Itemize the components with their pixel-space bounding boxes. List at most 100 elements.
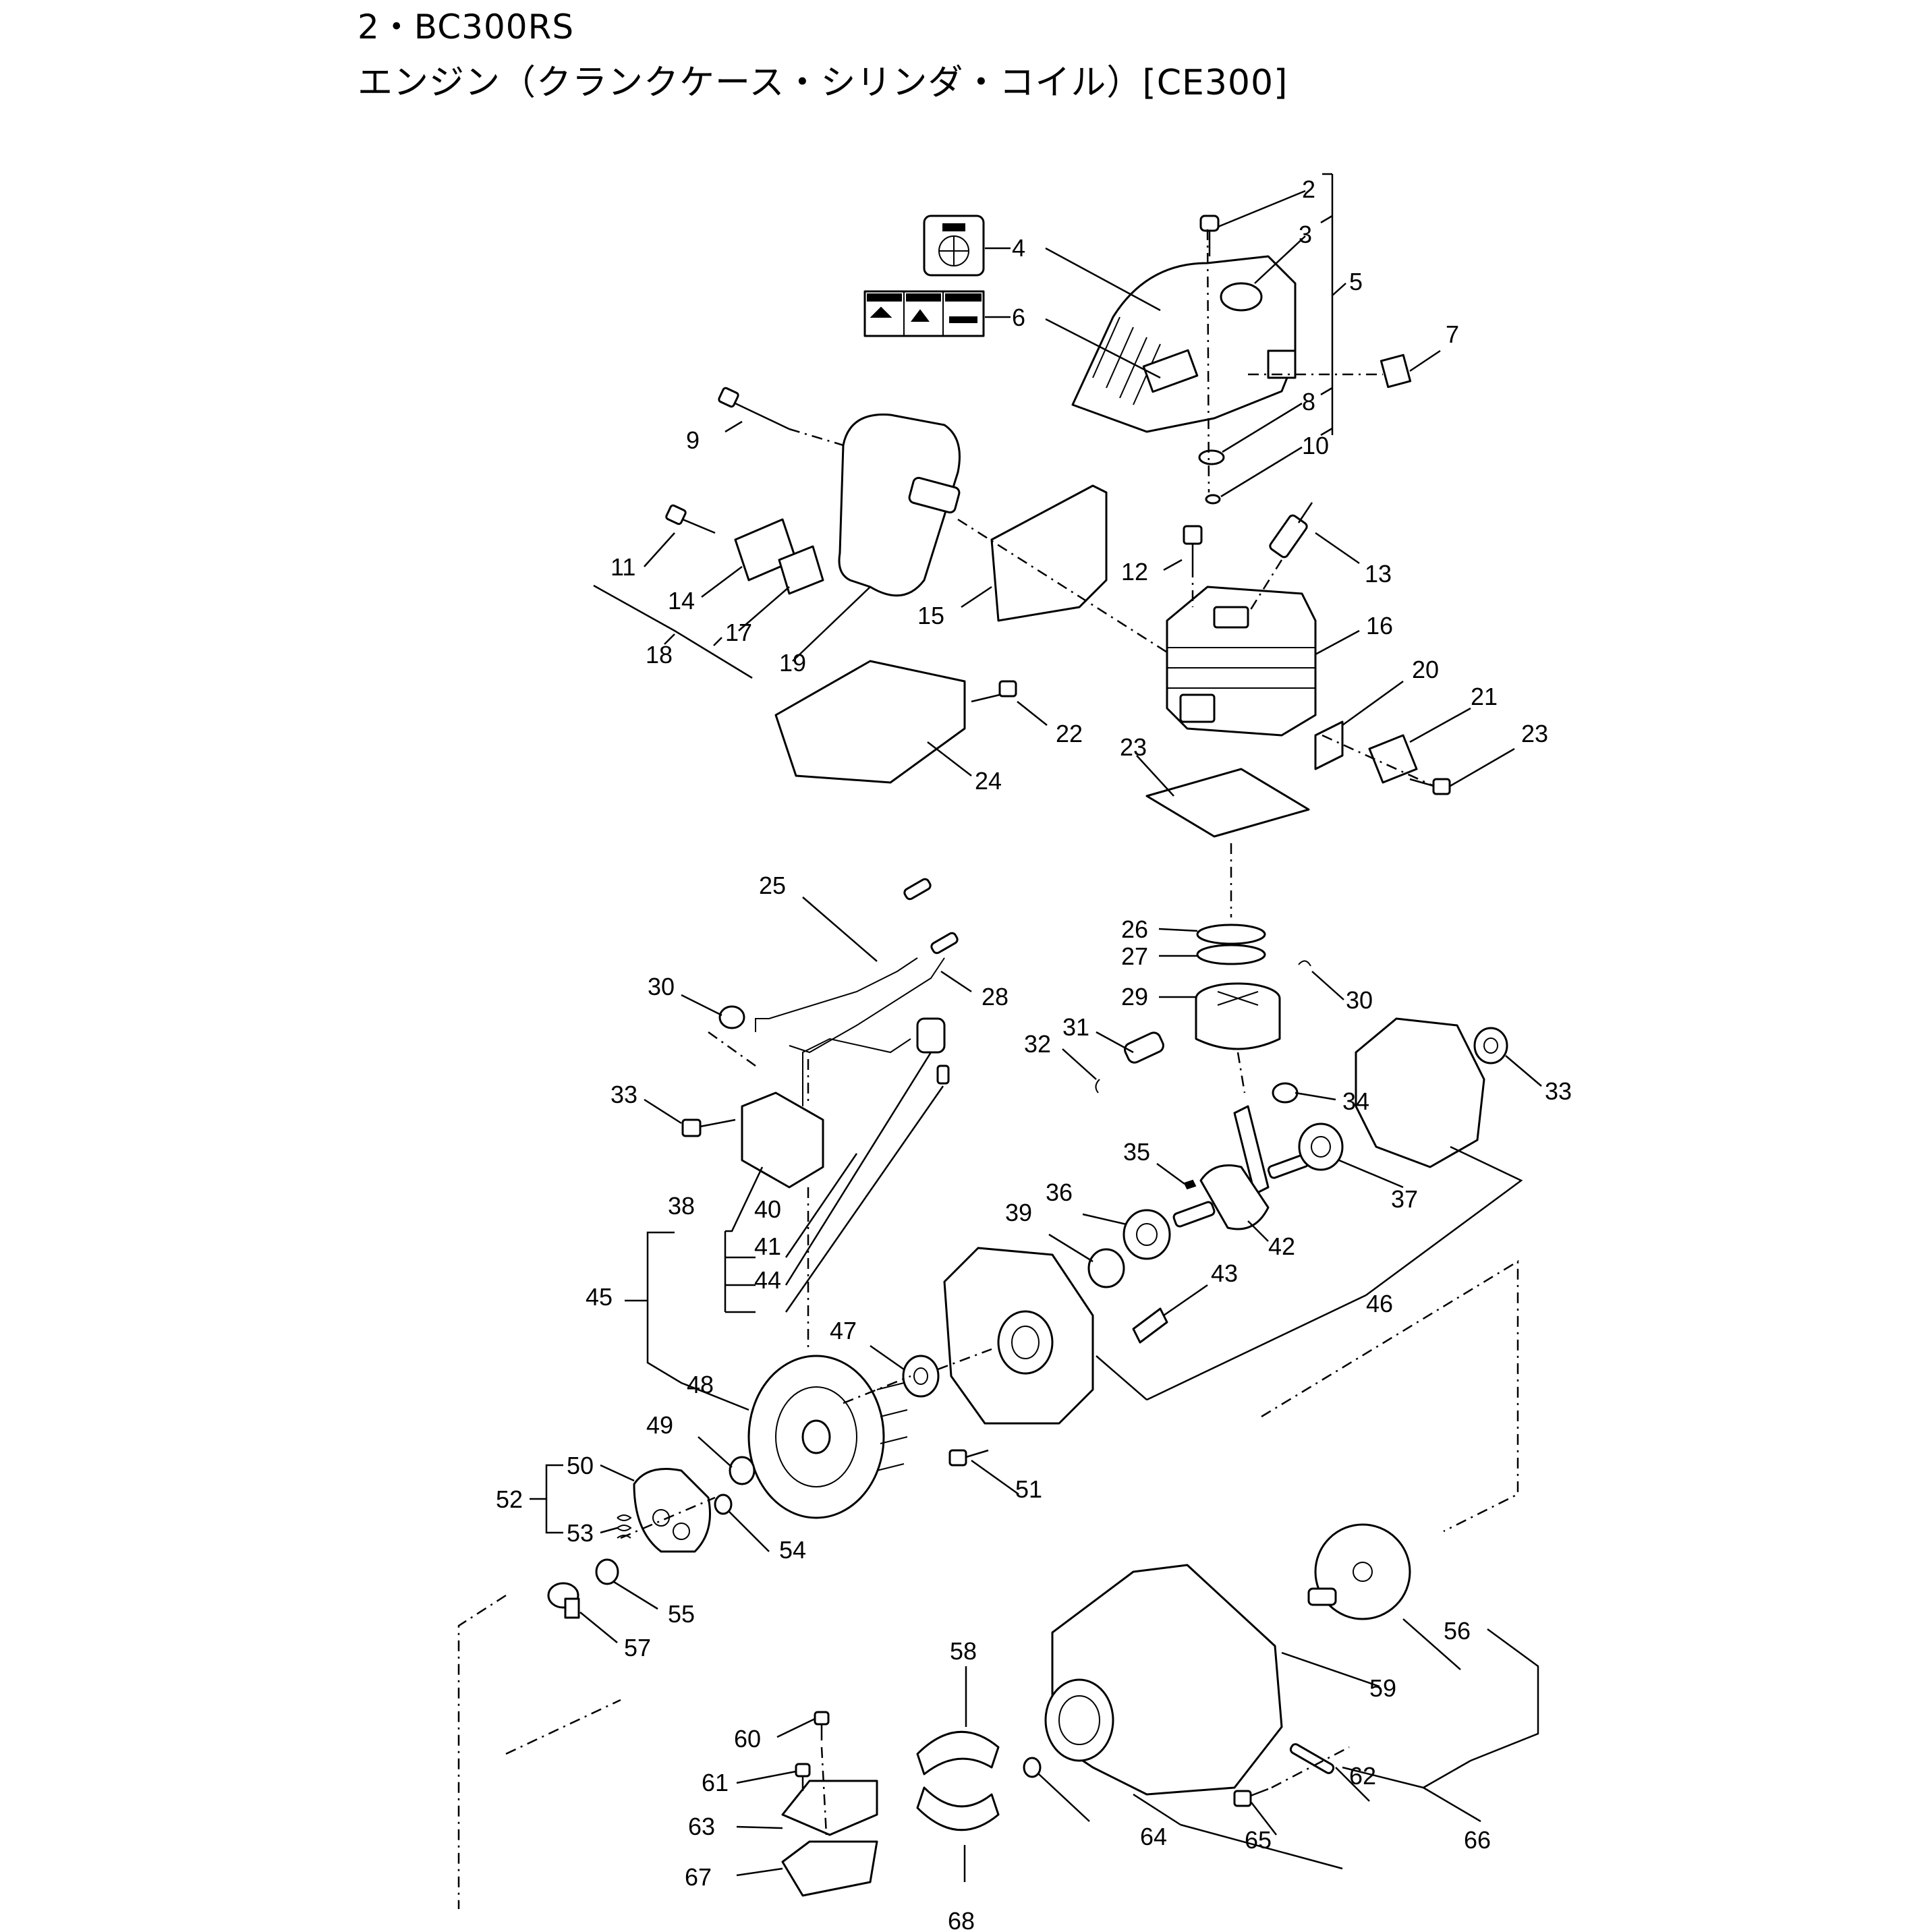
washer-21 xyxy=(1205,494,1221,505)
callout-9: 19 xyxy=(779,649,806,677)
clamp-upper-45 xyxy=(916,1730,1000,1775)
callout-59: 49 xyxy=(646,1411,673,1439)
callout-16: 22 xyxy=(1056,720,1083,747)
callout-37: 53 xyxy=(567,1519,594,1547)
callout-20: 8 xyxy=(1302,388,1315,416)
ground-wire-63 xyxy=(755,957,918,1032)
oil-seal-25 xyxy=(1473,1027,1508,1064)
callout-24: 47 xyxy=(830,1317,857,1344)
callout-11: 17 xyxy=(725,619,752,646)
pin-66 xyxy=(1289,1743,1335,1774)
cylinder-cover-17 xyxy=(1071,255,1297,433)
clamp-lower-46 xyxy=(916,1786,1000,1831)
grommet-20 xyxy=(1198,449,1225,465)
callout-4: 12 xyxy=(1121,558,1148,586)
bolt-49 xyxy=(1233,1788,1269,1807)
callout-39: 54 xyxy=(779,1536,806,1564)
bolt-4 xyxy=(1183,525,1203,567)
nut-59 xyxy=(729,1456,756,1485)
terminal-63 xyxy=(903,878,932,901)
retaining-ring-26 xyxy=(1087,1248,1125,1288)
callout-21: 10 xyxy=(1302,432,1329,459)
callout-30b: 27 xyxy=(1121,942,1148,970)
bolt-7 xyxy=(1409,778,1451,795)
callout-23b: 37 xyxy=(1391,1185,1418,1213)
callout-36: 50 xyxy=(567,1452,594,1479)
callout-26: 39 xyxy=(1005,1199,1032,1226)
key-58 xyxy=(1183,1179,1197,1190)
callout-56: 44 xyxy=(754,1266,781,1294)
circlip-33b xyxy=(1095,1079,1100,1093)
muffler-9 xyxy=(838,414,961,597)
callout-64: 28 xyxy=(982,983,1008,1011)
washer-40 xyxy=(595,1558,619,1585)
callout-23a: 36 xyxy=(1046,1178,1073,1206)
callout-32: 34 xyxy=(1342,1087,1369,1115)
flywheel-53 xyxy=(747,1355,908,1519)
screw-16 xyxy=(971,680,1017,703)
piston-pin-31 xyxy=(1124,1031,1164,1064)
callout-15: 24 xyxy=(975,767,1002,795)
crankshaft-34 xyxy=(1172,1105,1310,1230)
callout-46: 68 xyxy=(948,1907,975,1932)
insulator-5 xyxy=(1368,734,1418,784)
spring-37 xyxy=(617,1514,632,1539)
washer-39 xyxy=(714,1494,733,1515)
callout-60: 30 xyxy=(648,973,675,1000)
callout-40: 55 xyxy=(668,1600,695,1628)
callout-61: 33 xyxy=(610,1081,637,1108)
callout-38: 57 xyxy=(624,1634,651,1661)
oil-seal-24 xyxy=(902,1355,940,1398)
crankcase-left-22 xyxy=(943,1247,1094,1425)
warning-label-67-icon xyxy=(863,290,985,337)
callout-48: 67 xyxy=(685,1863,712,1891)
screw-19 xyxy=(1199,215,1220,256)
bearing-23-left xyxy=(1123,1209,1171,1260)
callout-19: 2 xyxy=(1302,175,1315,203)
ignition-coil-54 xyxy=(741,1017,946,1189)
spark-plug-62 xyxy=(1269,502,1313,559)
callout-52: 45 xyxy=(586,1283,613,1311)
callout-35: 52 xyxy=(496,1485,523,1513)
callout-12: 11 xyxy=(610,553,635,581)
piston-29 xyxy=(1195,982,1281,1050)
page-model-title: 2・BC300RS xyxy=(358,7,575,47)
callout-25: 33 xyxy=(1545,1077,1572,1105)
callout-7: 23 xyxy=(1521,720,1548,747)
callout-labels: 2 3 4 5 6 7 8 9 10 11 12 13 14 15 16 17 … xyxy=(496,175,1572,1932)
callout-50: 61 xyxy=(702,1769,729,1796)
callout-30a: 26 xyxy=(1121,915,1148,943)
terminal-64 xyxy=(930,932,959,955)
callout-49: 65 xyxy=(1245,1826,1272,1854)
callout-65: 7 xyxy=(1446,320,1459,348)
collar-60 xyxy=(718,1005,745,1029)
callout-41: 66 xyxy=(1464,1826,1491,1854)
callout-6: 20 xyxy=(1412,656,1439,683)
bolt-61 xyxy=(681,1118,736,1137)
callout-53: 48 xyxy=(687,1371,714,1398)
crankcase-right-22 xyxy=(1355,1017,1485,1168)
callout-55: 41 xyxy=(754,1232,781,1260)
gasket-11 xyxy=(778,545,824,595)
cylinder-2 xyxy=(1166,586,1317,737)
callout-5: 21 xyxy=(1471,683,1498,710)
piston-ring-30b xyxy=(1196,944,1266,965)
callout-13: 15 xyxy=(917,602,944,629)
callout-57: 40 xyxy=(754,1195,781,1223)
callout-10: 14 xyxy=(668,587,695,615)
callout-31: 31 xyxy=(1062,1013,1089,1041)
callout-47: 63 xyxy=(688,1813,715,1840)
callout-63: 25 xyxy=(759,872,786,899)
callout-44: 64 xyxy=(1140,1823,1167,1850)
leader-lines xyxy=(457,173,1542,1909)
callout-51: 60 xyxy=(734,1725,761,1753)
page-section-title: エンジン（クランクケース・シリンダ・コイル）[CE300] xyxy=(358,63,1288,103)
heat-shield-13 xyxy=(990,484,1108,622)
callout-3: 23 xyxy=(1120,733,1147,761)
callout-33b: 32 xyxy=(1024,1030,1051,1058)
callout-34: 42 xyxy=(1268,1232,1295,1260)
callout-33a: 30 xyxy=(1346,986,1373,1014)
callout-18: 3 xyxy=(1299,221,1312,248)
spring-56 xyxy=(936,1064,950,1085)
